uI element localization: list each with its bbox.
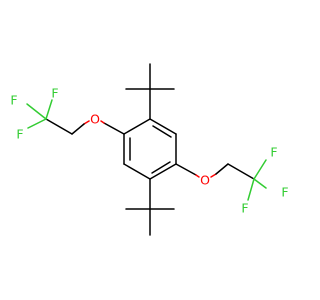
o-ch2-left-bond	[71, 123, 85, 135]
c-o-left-bond-o-half	[100, 120, 105, 124]
o-ch2-left-bond-o-half	[83, 120, 90, 125]
fluorine-right-top-label: F	[270, 145, 277, 160]
ch2-cf3-left-bond	[45, 118, 73, 135]
c-o-right-bond	[175, 163, 197, 176]
fluorine-right-mid-label: F	[281, 185, 288, 200]
atom-labels: O O F F F F F F	[10, 86, 288, 216]
tert-butyl-top	[125, 63, 175, 120]
trifluoroethoxy-right	[175, 159, 267, 201]
c-o-right-bond-o-half	[195, 174, 200, 178]
cf3-right-bond-bottom	[247, 178, 255, 201]
cf3-right-bond-top	[253, 159, 267, 180]
ring-double-bond-2	[151, 161, 171, 174]
ring-bond-4	[123, 163, 151, 180]
benzene-ring	[123, 118, 177, 180]
oxygen-left-label: O	[90, 112, 100, 127]
cf3-left-bond-bottom	[27, 118, 47, 129]
o-ch2-right-bond-o-half	[210, 173, 217, 178]
ch2-cf3-right-bond	[227, 163, 255, 180]
fluorine-left-top-b-label: F	[51, 86, 58, 101]
structure-diagram: O O F F F F F F	[10, 63, 289, 236]
c-o-left-bond	[103, 122, 125, 135]
ring-bond-6	[123, 118, 151, 135]
cf3-left-bond-left	[26, 103, 47, 120]
ring-double-bond-1	[152, 125, 172, 138]
oxygen-right-label: O	[200, 173, 210, 188]
ring-bond-1	[149, 118, 177, 135]
cf3-right-bond-right	[253, 178, 267, 189]
fluorine-left-mid-label: F	[16, 127, 23, 142]
tert-butyl-bottom	[125, 178, 175, 236]
o-ch2-right-bond	[215, 163, 229, 175]
trifluoroethoxy-left	[26, 99, 125, 135]
fluorine-right-bottom-label: F	[241, 201, 248, 216]
cf3-left-bond-top	[45, 99, 53, 120]
fluorine-left-top-a-label: F	[10, 93, 17, 108]
ring-bond-3	[149, 163, 177, 180]
